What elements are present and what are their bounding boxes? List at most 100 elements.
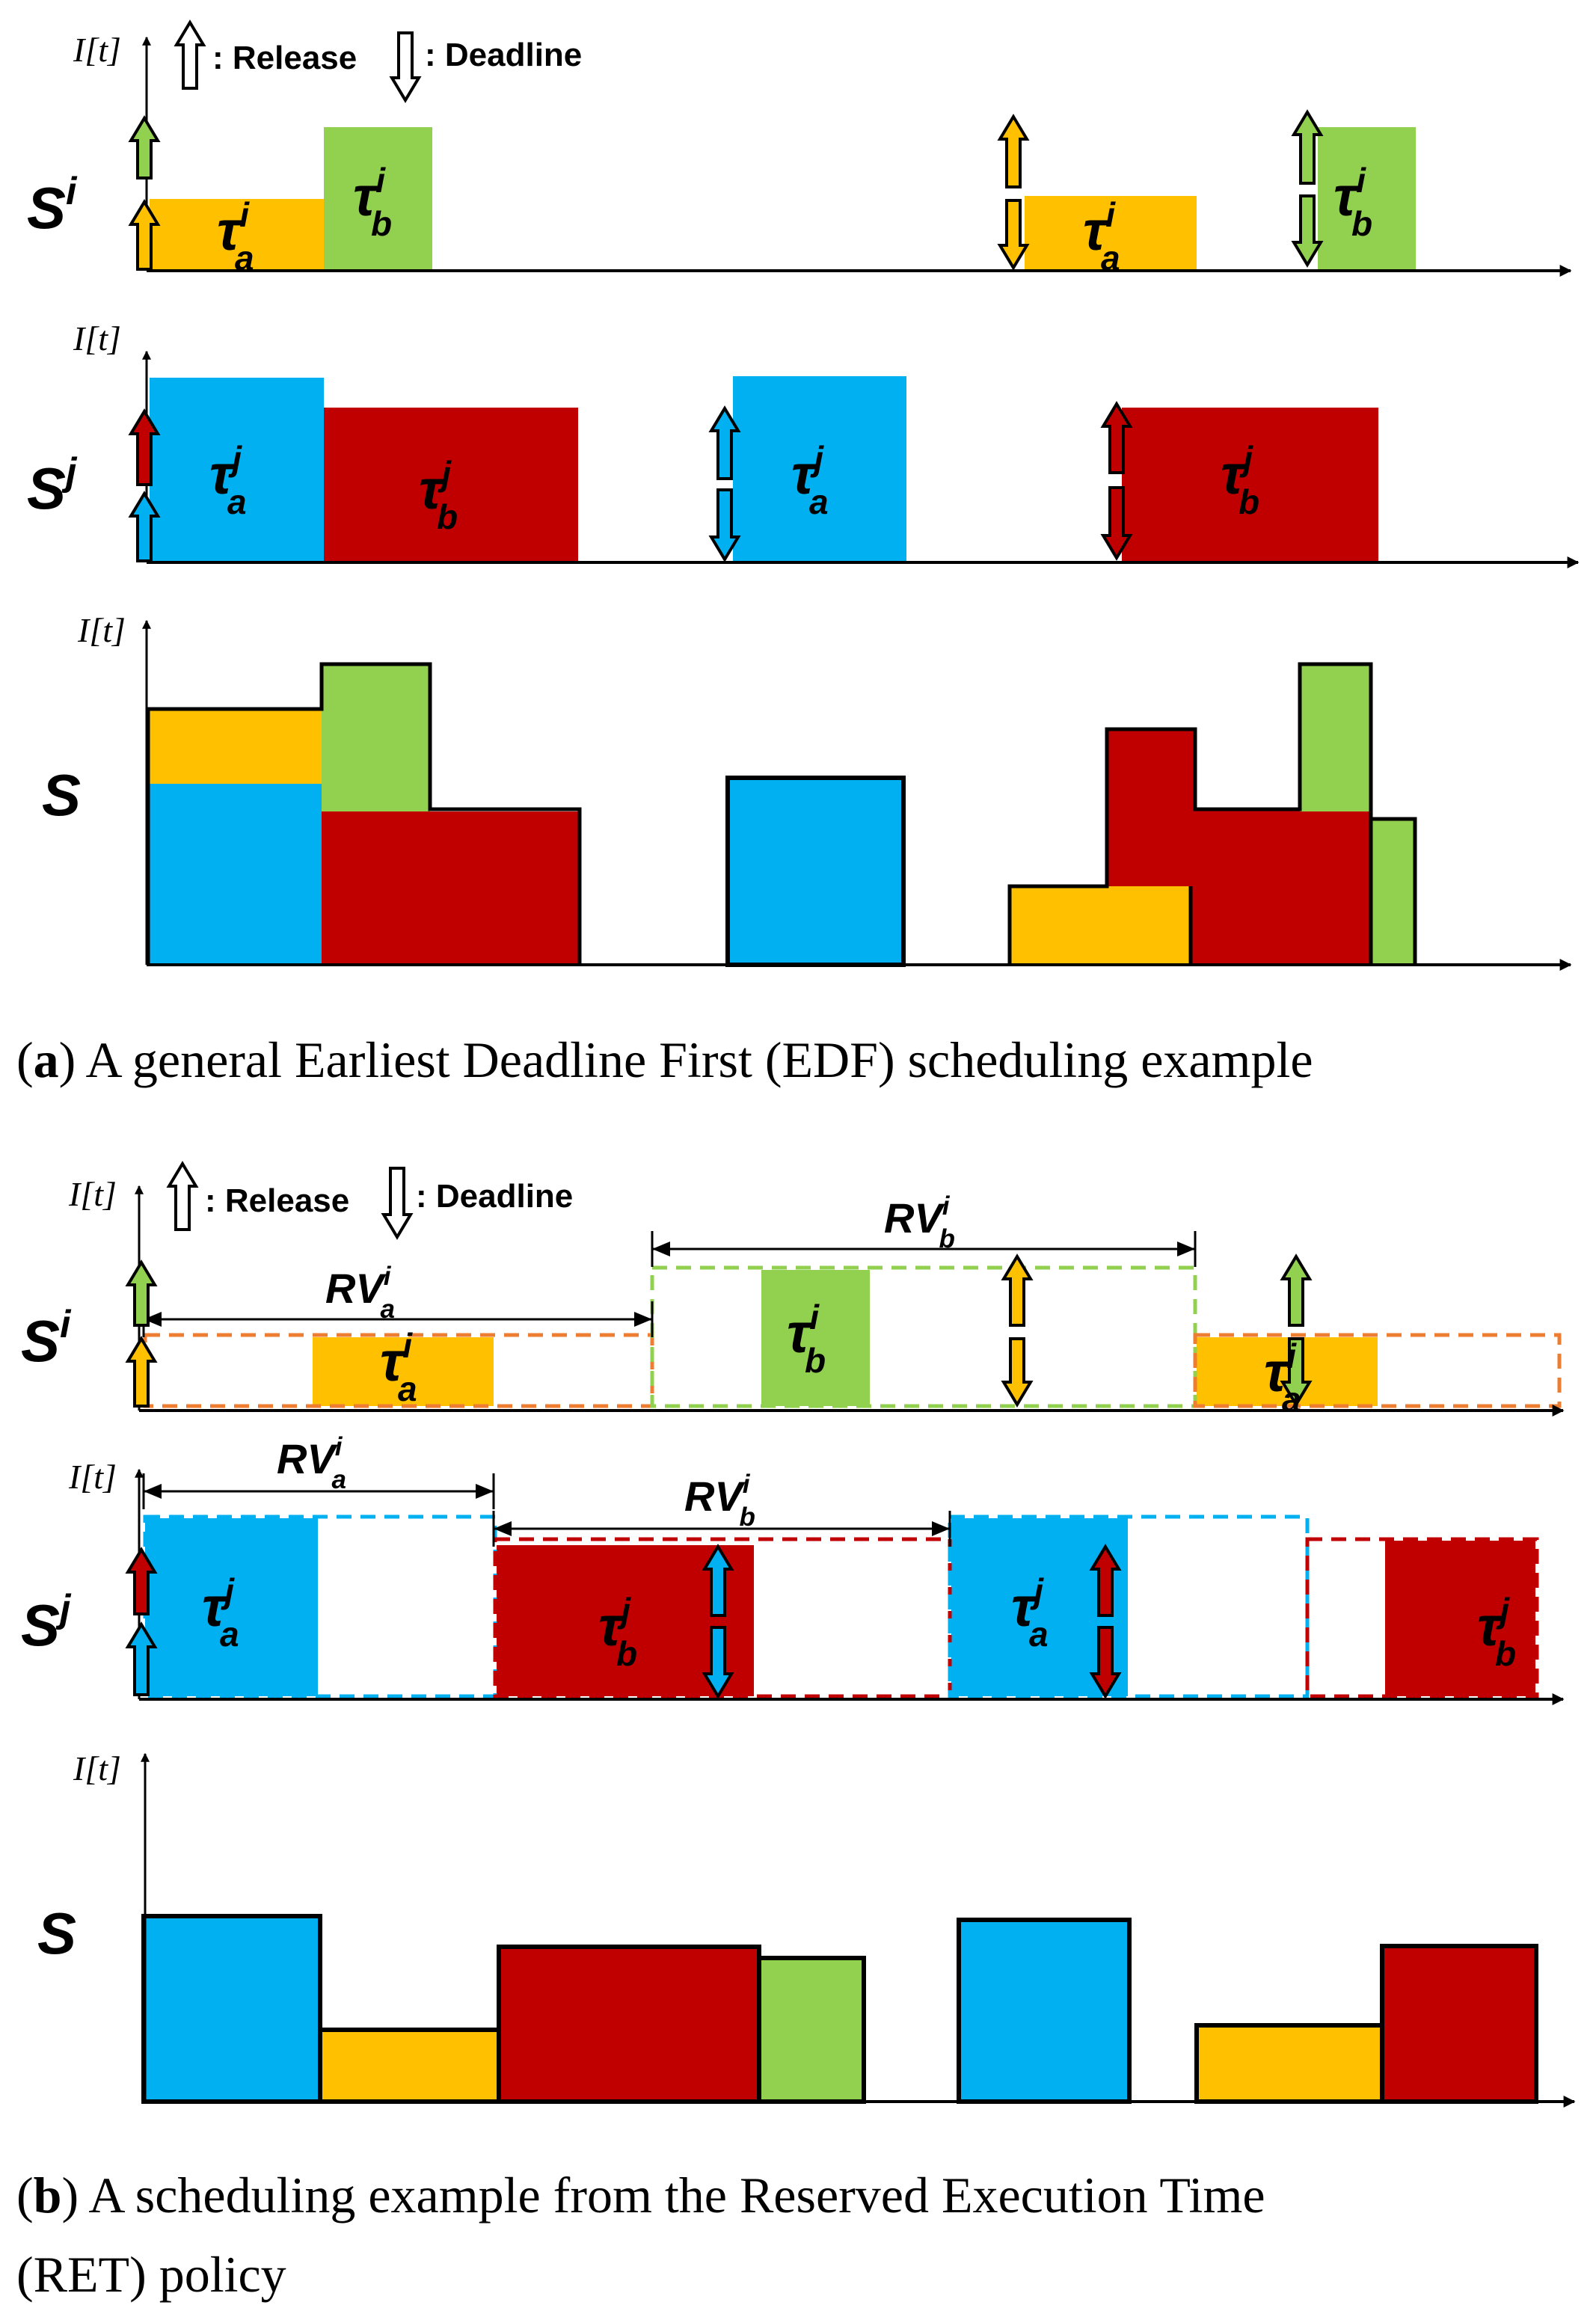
task-b-j-block-2 <box>1122 408 1378 562</box>
deadline-legend-b: : Deadline <box>416 1178 573 1215</box>
rv-a-i-span-1-head-left <box>144 1312 162 1327</box>
release-arrow-b-j-2 <box>1100 401 1133 474</box>
task-b-j-block-1 <box>324 408 578 562</box>
reserved-b-i-box-1 <box>650 1265 1197 1408</box>
deadline-arrow-a-j-1 <box>708 488 741 562</box>
s-row-label-b: S <box>37 1900 76 1966</box>
task-b-i-block-3 <box>761 1270 870 1406</box>
task-a-i-block-3 <box>313 1337 494 1406</box>
reserved-b-j-box-1 <box>493 1537 952 1698</box>
reserved-a-j-box-2 <box>948 1514 1310 1698</box>
axes-layer <box>135 36 1580 2108</box>
deadline-arrow-a-i-2 <box>1001 1337 1034 1408</box>
deadline-arrow-a-i-1 <box>997 199 1030 271</box>
task-a-i-block-2 <box>1025 196 1197 271</box>
combined-b-i-1 <box>322 664 430 811</box>
combined-b-j-2 <box>1107 729 1195 886</box>
rv-a-j-span-1-head-right <box>476 1484 494 1499</box>
release-arrow-b-i-3 <box>125 1259 158 1327</box>
s-row-label-a: S <box>42 762 81 828</box>
row-label-si-b: Si <box>21 1303 72 1374</box>
fills-layer <box>141 127 1538 2104</box>
axis-label-sj-a: I[t] <box>73 319 121 357</box>
release-arrow-a-j-3 <box>125 1621 158 1696</box>
deadline-arrow-b-i-1 <box>1291 194 1324 268</box>
release-arrow-a-j-2 <box>708 405 741 480</box>
deadline-arrow-a-j-2 <box>702 1626 734 1699</box>
combined-a-j-2 <box>725 776 906 967</box>
combined-b-j-1 <box>322 811 580 965</box>
rv-b-i-span-1-head-right <box>1177 1242 1195 1256</box>
rv-b-j-span-1-head-left <box>494 1521 512 1536</box>
combined-a-i-1 <box>148 709 322 784</box>
task-a-j-block-1 <box>150 378 324 562</box>
row-label-sj-a: Sj <box>27 450 78 521</box>
combined-a-i-3 <box>318 2028 501 2104</box>
reserved-a-i-box-2 <box>1193 1333 1562 1408</box>
combined-b-j-6 <box>1380 1944 1538 2104</box>
release-legend-b: : Release <box>205 1182 349 1219</box>
combined-a-j-3 <box>141 1914 322 2104</box>
release-arrow-a-i-1 <box>128 199 161 271</box>
caption-a: (a) A general Earliest Deadline First (E… <box>16 1031 1313 1088</box>
combined-outline-2 <box>1007 662 1417 965</box>
combined-b-j-5 <box>497 1945 761 2104</box>
task-b-j-block-4 <box>1385 1541 1535 1696</box>
release-arrow-b-j-3 <box>125 1547 158 1615</box>
release-arrow-b-i-4 <box>1280 1253 1313 1327</box>
combined-b-i-2 <box>1300 664 1371 811</box>
task-a-i-block-4 <box>1197 1337 1378 1406</box>
deadline-arrow-b-j-1 <box>1100 486 1133 561</box>
task-b-i-block-2 <box>1318 127 1416 271</box>
deadline-legend-icon-b <box>381 1167 414 1240</box>
axis-label-s-a: I[t] <box>77 611 126 649</box>
combined-outline-1 <box>146 662 582 965</box>
task-a-j-block-2 <box>733 376 906 562</box>
deadline-legend-icon-a <box>389 31 422 103</box>
row-label-si-a: Si <box>27 170 78 241</box>
release-arrow-a-i-2 <box>997 114 1030 188</box>
release-arrow-a-i-3 <box>125 1336 158 1408</box>
deadline-arrow-b-j-2 <box>1089 1626 1122 1699</box>
release-arrow-b-i-2 <box>1291 109 1324 185</box>
release-arrow-b-j-1 <box>128 408 161 486</box>
row-label-sj-b: Sj <box>21 1587 72 1658</box>
release-arrow-a-j-1 <box>128 491 161 562</box>
rv-a-j-span-1-head-left <box>144 1484 162 1499</box>
axis-label-si-b: I[t] <box>68 1175 117 1213</box>
release-arrow-b-i-1 <box>128 115 161 179</box>
caption-b-line2: (RET) policy <box>16 2246 286 2303</box>
combined-a-i-4 <box>1194 2023 1384 2104</box>
release-arrow-a-i-4 <box>1001 1253 1034 1327</box>
rv-b-i-span-1-head-left <box>652 1242 670 1256</box>
deadline-legend-a: : Deadline <box>425 37 582 73</box>
release-arrow-a-j-4 <box>702 1544 734 1617</box>
combined-a-i-2 <box>1010 886 1191 965</box>
combined-b-i-3 <box>1371 819 1415 965</box>
reserved-a-i-box-1 <box>143 1333 654 1408</box>
axis-label-si-a: I[t] <box>73 31 121 69</box>
combined-b-i-4 <box>757 1956 866 2104</box>
task-b-i-block-1 <box>324 127 432 271</box>
caption-b-line1: (b) A scheduling example from the Reserv… <box>16 2167 1265 2224</box>
combined-b-j-4 <box>1191 809 1300 886</box>
deadline-arrow-b-i-2 <box>1280 1337 1313 1408</box>
combined-a-j-4 <box>957 1918 1132 2104</box>
